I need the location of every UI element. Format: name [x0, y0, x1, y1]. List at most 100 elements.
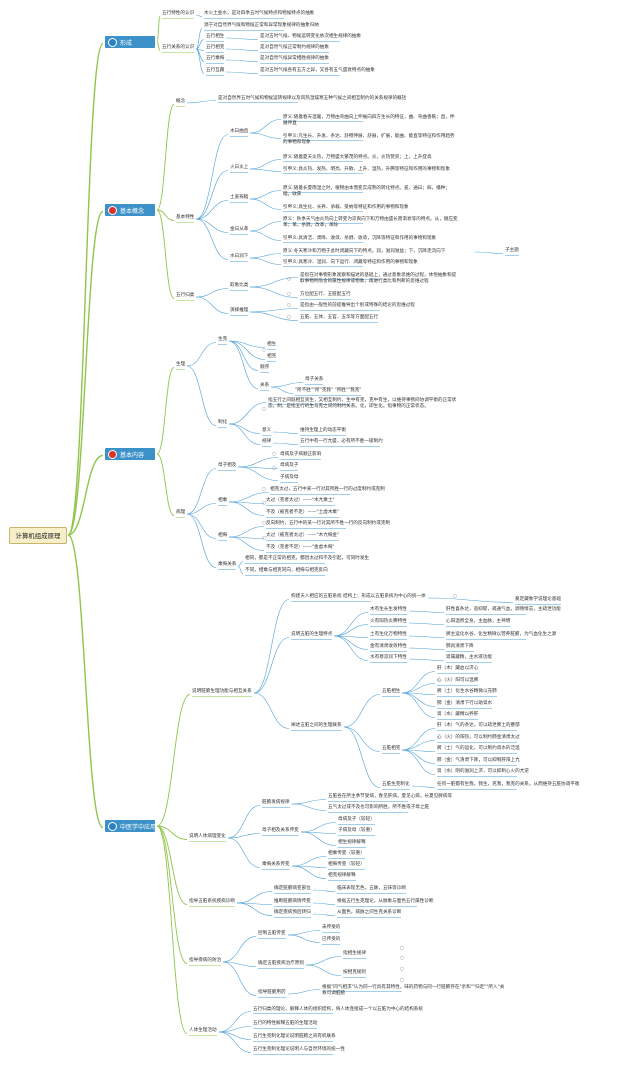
mindmap-node-d5b[interactable]: 五行的特性解释五脏的生理活动 [253, 1021, 318, 1026]
mindmap-node-c1a3[interactable]: 顺序 [260, 365, 270, 370]
mindmap-node-d1b2a[interactable]: 心阳温煦全身，主血脉，主神明 [446, 619, 511, 624]
mindmap-node-c2d1[interactable]: 相同，都是不正常的相克，都因太过和不及引起，可同时发生 [245, 556, 370, 561]
category-node-0[interactable]: 形成 [105, 36, 155, 48]
mindmap-node-d1b2[interactable]: 火有阳热炎腾特性 [370, 619, 407, 624]
mindmap-node-d1c2e[interactable]: 肾（水）阴的滋润上济，可以抑制心火的亢逆 [437, 769, 529, 774]
mindmap-node-d1b5[interactable]: 水有寒凉润下特性 [370, 655, 407, 660]
mindmap-node-c2b2[interactable]: 太过（克者太过）——"木亢乘土" [266, 498, 335, 503]
mindmap-node-d5c[interactable]: 五行生克制化理论说明脏腑之间有机联系 [253, 1034, 336, 1039]
mindmap-node-c2a[interactable]: 母子相及 [218, 463, 237, 468]
mindmap-node-d4a2[interactable]: 已传受的 [322, 937, 341, 942]
mindmap-node-d3a[interactable]: 确定脏腑病变部位 [274, 886, 311, 891]
mindmap-node-c2[interactable]: 病理 [176, 510, 186, 515]
mindmap-node-c1a4[interactable]: 关系 [260, 383, 270, 388]
mindmap-node-d1b4[interactable]: 金有清肃收敛特性 [370, 644, 407, 649]
mindmap-node-b3b[interactable]: 演绎推理 [230, 308, 249, 313]
mindmap-node-b3b1[interactable]: 是指由一般性的前提推导出个别或特殊的结论的思维过程 [300, 303, 415, 308]
mindmap-node-b3a[interactable]: 取象比类 [230, 283, 249, 288]
mindmap-node-d2b2[interactable]: 子病及母（较重） [338, 828, 375, 833]
mindmap-node-b2c1[interactable]: 原义:随着长夏雨湿之时，植物由本而变实成熟的转化特点。爰，通曰；稼，播种；穑，收… [283, 186, 450, 198]
mindmap-node-d4c[interactable]: 指导脏腑用药 [258, 990, 286, 995]
mindmap-node-c1a4a[interactable]: 母子关系 [305, 377, 324, 382]
mindmap-node-d2[interactable]: 说明人体病理变化 [189, 834, 226, 839]
mindmap-node-a2[interactable]: 五行关系的认识 [162, 45, 195, 50]
mindmap-node-d5[interactable]: 人体生理活动 [189, 1028, 217, 1033]
mindmap-node-a2d1[interactable]: 是对自然气候异常相胜规律的抽象 [260, 56, 329, 61]
mindmap-node-c1b[interactable]: 制化 [218, 420, 228, 425]
mindmap-node-d1c3[interactable]: 五脏生克制化 [382, 782, 410, 787]
mindmap-node-c2b3[interactable]: 不及（被克者不足）——"土虚木乘" [266, 510, 340, 515]
mindmap-node-a1a[interactable]: 木火土金水，是对四季五时气候特点和物候特点的抽象 [204, 11, 315, 16]
mindmap-node-b3a1[interactable]: 是指在对事物形象观察和描述的基础上，通过意象思维的过程，体悟抽象和提取事物所隐含… [300, 273, 457, 285]
mindmap-node-a2d[interactable]: 五行乘侮 [206, 56, 225, 61]
mindmap-node-d2b[interactable]: 母子相及关系传变 [262, 828, 299, 833]
mindmap-node-b3[interactable]: 五行归类 [176, 293, 195, 298]
category-node-1[interactable]: 基本概念 [105, 204, 155, 216]
mindmap-node-d2c3[interactable]: 相克规律解释 [328, 873, 356, 878]
mindmap-node-d1c2d[interactable]: 肺（金）气清肃下降，可以抑制肝阳上亢 [437, 758, 520, 763]
category-node-2[interactable]: 基本内容 [105, 448, 155, 460]
mindmap-node-b2b1[interactable]: 原义:随着夏天炎热，万物盛大繁茂的特点。炎，炎热赞赏；上，上升登高 [283, 155, 432, 160]
mindmap-node-d2a2[interactable]: 五气太过或不及也可影响所胜，所不胜或子母之脏 [328, 805, 430, 810]
mindmap-node-a1[interactable]: 五行特性的认识 [162, 11, 195, 16]
mindmap-node-d5a[interactable]: 五行归类的理论，解释人体的组织结构，将人体连接成一个以五脏为中心的结构系统 [253, 1007, 423, 1012]
mindmap-node-c2a3[interactable]: 子病及母 [280, 475, 299, 480]
mindmap-node-d3a1[interactable]: 临床表现无色，五脉，五味等诊断 [337, 886, 406, 891]
mindmap-node-d3b[interactable]: 推断脏腑病情传变 [274, 899, 311, 904]
mindmap-node-a2a[interactable]: 源于对自然界气候和物候正常和异常现象规律的抽象归纳 [204, 23, 319, 28]
mindmap-node-d1b3a[interactable]: 脾主运化水谷，化生精微以营养脏腑，为气血化生之源 [446, 632, 557, 637]
mindmap-node-c1b3[interactable]: 规律 [262, 439, 272, 444]
mindmap-node-c2c2[interactable]: 太过（被克者太过）——"木亢侮金" [266, 533, 340, 538]
mindmap-node-b2c2[interactable]: 引申义:具生化、长养、承载、受纳等特征和作用的事物和现象 [283, 205, 409, 210]
mindmap-node-d4b1[interactable]: 指相生规律 [343, 951, 366, 956]
mindmap-node-d1c1e[interactable]: 肾（水）藏精以养肝 [437, 712, 479, 717]
mindmap-node-b3b2[interactable]: 五脏、五体、五官、五华等方面配五行 [300, 315, 379, 320]
mindmap-node-d1c1a[interactable]: 肝（木）藏血以济心 [437, 666, 479, 671]
mindmap-node-b2a2[interactable]: 引申义:凡生长、升发、条达、舒畅伸展、舒展，扩展，能曲、能直等特征和作用趋势的事… [283, 134, 455, 146]
mindmap-node-b2e1[interactable]: 原义:冬天寒冷和万物于此时闭藏向下的特点。润，滋润滋益；下，沉降走流向下 [283, 249, 446, 254]
mindmap-node-d1c1d[interactable]: 肺（金）清肃下行以助肾水 [437, 701, 493, 706]
mindmap-node-d2b3[interactable]: 相生规律解释 [338, 840, 366, 845]
mindmap-node-d4b2[interactable]: 按相克规则 [343, 970, 366, 975]
mindmap-node-d2a[interactable]: 脏腑发病规律 [262, 800, 290, 805]
mindmap-node-d3b1[interactable]: 根据五行生克理论，从脉象与面色五行属性诊断 [337, 899, 434, 904]
mindmap-node-a2b1[interactable]: 是对五时气候、物候运转变化依次相生规律的抽象 [260, 34, 362, 39]
mindmap-node-d3c1[interactable]: 从面色，病脉之间生克关系诊断 [337, 910, 402, 915]
mindmap-node-b2c[interactable]: 土爰稼穑 [230, 195, 249, 200]
mindmap-node-d1c1b[interactable]: 心（火）阳可以温脾 [437, 678, 479, 683]
mindmap-node-c2c[interactable]: 相侮 [218, 533, 228, 538]
mindmap-node-b2e2[interactable]: 引申义:具寒冷、湿润、向下运行、闭藏等特征和作用的事物和现象 [283, 260, 418, 265]
mindmap-node-d2c2[interactable]: 相侮传变（较轻） [328, 862, 365, 867]
mindmap-node-c2a2[interactable]: 母病及子 [280, 463, 299, 468]
mindmap-node-b1[interactable]: 概念 [176, 99, 186, 104]
mindmap-node-a2c[interactable]: 五行相克 [206, 45, 225, 50]
mindmap-node-b2[interactable]: 基本特性 [176, 215, 195, 220]
mindmap-node-c1b2[interactable]: 意义 [262, 428, 272, 433]
mindmap-node-d1c[interactable]: 阐述五脏之间的生理联系 [291, 723, 342, 728]
mindmap-node-c2d[interactable]: 乘侮关系 [218, 562, 237, 567]
mindmap-node-d2a1[interactable]: 五脏各在所主季节受病，春见肝病，夏见心病，长夏见脾病等 [328, 794, 453, 799]
mindmap-node-d4b[interactable]: 确定五脏疾病治疗原则 [258, 961, 304, 966]
mindmap-node-b2d1[interactable]: 原义：秋季天气由炎热向上转变为凉爽向下和万物由盛长而渐衰等的特点。从，顺应变革；… [283, 217, 458, 229]
mindmap-node-a2e1[interactable]: 是对五时气候各有五方之异，又各有五气盛衰特点的抽象 [260, 68, 375, 73]
mindmap-node-d1c1c[interactable]: 脾（土）化生水谷精微以充肺 [437, 689, 497, 694]
mindmap-node-a2e[interactable]: 五行互藏 [206, 68, 225, 73]
mindmap-node-d4[interactable]: 指导疾病的防治 [189, 958, 222, 963]
mindmap-node-b2b[interactable]: 火曰炎上 [230, 165, 249, 170]
mindmap-node-b2b2[interactable]: 引申义:具炎热、发热、明亮、升散、上升、温热，升腾等特征和作用的事物和现象 [283, 167, 450, 172]
mindmap-node-c1b2a[interactable]: 维持生理上的动态平衡 [300, 428, 346, 433]
mindmap-node-d3c[interactable]: 确定疾病预后转归 [274, 910, 311, 915]
mindmap-node-c2b[interactable]: 相乘 [218, 498, 228, 503]
mindmap-node-b2a[interactable]: 木曰曲直 [230, 129, 249, 134]
mindmap-node-d1b4a[interactable]: 肺具清肃下降 [446, 644, 474, 649]
mindmap-node-d1b1a[interactable]: 肝性喜条达，恶抑郁，疏通气血，调畅情志，主疏泄功能 [446, 607, 561, 612]
mindmap-node-c1b3a[interactable]: 五行中有一行亢盛，必有所不胜一级制约 [300, 439, 383, 444]
mindmap-node-d3[interactable]: 指导五脏系统疾病诊断 [189, 899, 235, 904]
mindmap-node-a2b[interactable]: 五行相生 [206, 34, 225, 39]
mindmap-node-c1a2[interactable]: 相克 [267, 354, 277, 359]
mindmap-node-d5d[interactable]: 五行生克制化理论说明人与自然环境的统一性 [253, 1047, 345, 1052]
root-node[interactable]: 计算机组成原理 [9, 527, 67, 544]
mindmap-node-d1c2c[interactable]: 脾（土）气的运化，可以制约肾水的泛滥 [437, 746, 520, 751]
mindmap-node-d1b1[interactable]: 木有生长生发特性 [370, 607, 407, 612]
mindmap-node-d1[interactable]: 说明脏腑生理功能与相互关系 [192, 689, 252, 694]
